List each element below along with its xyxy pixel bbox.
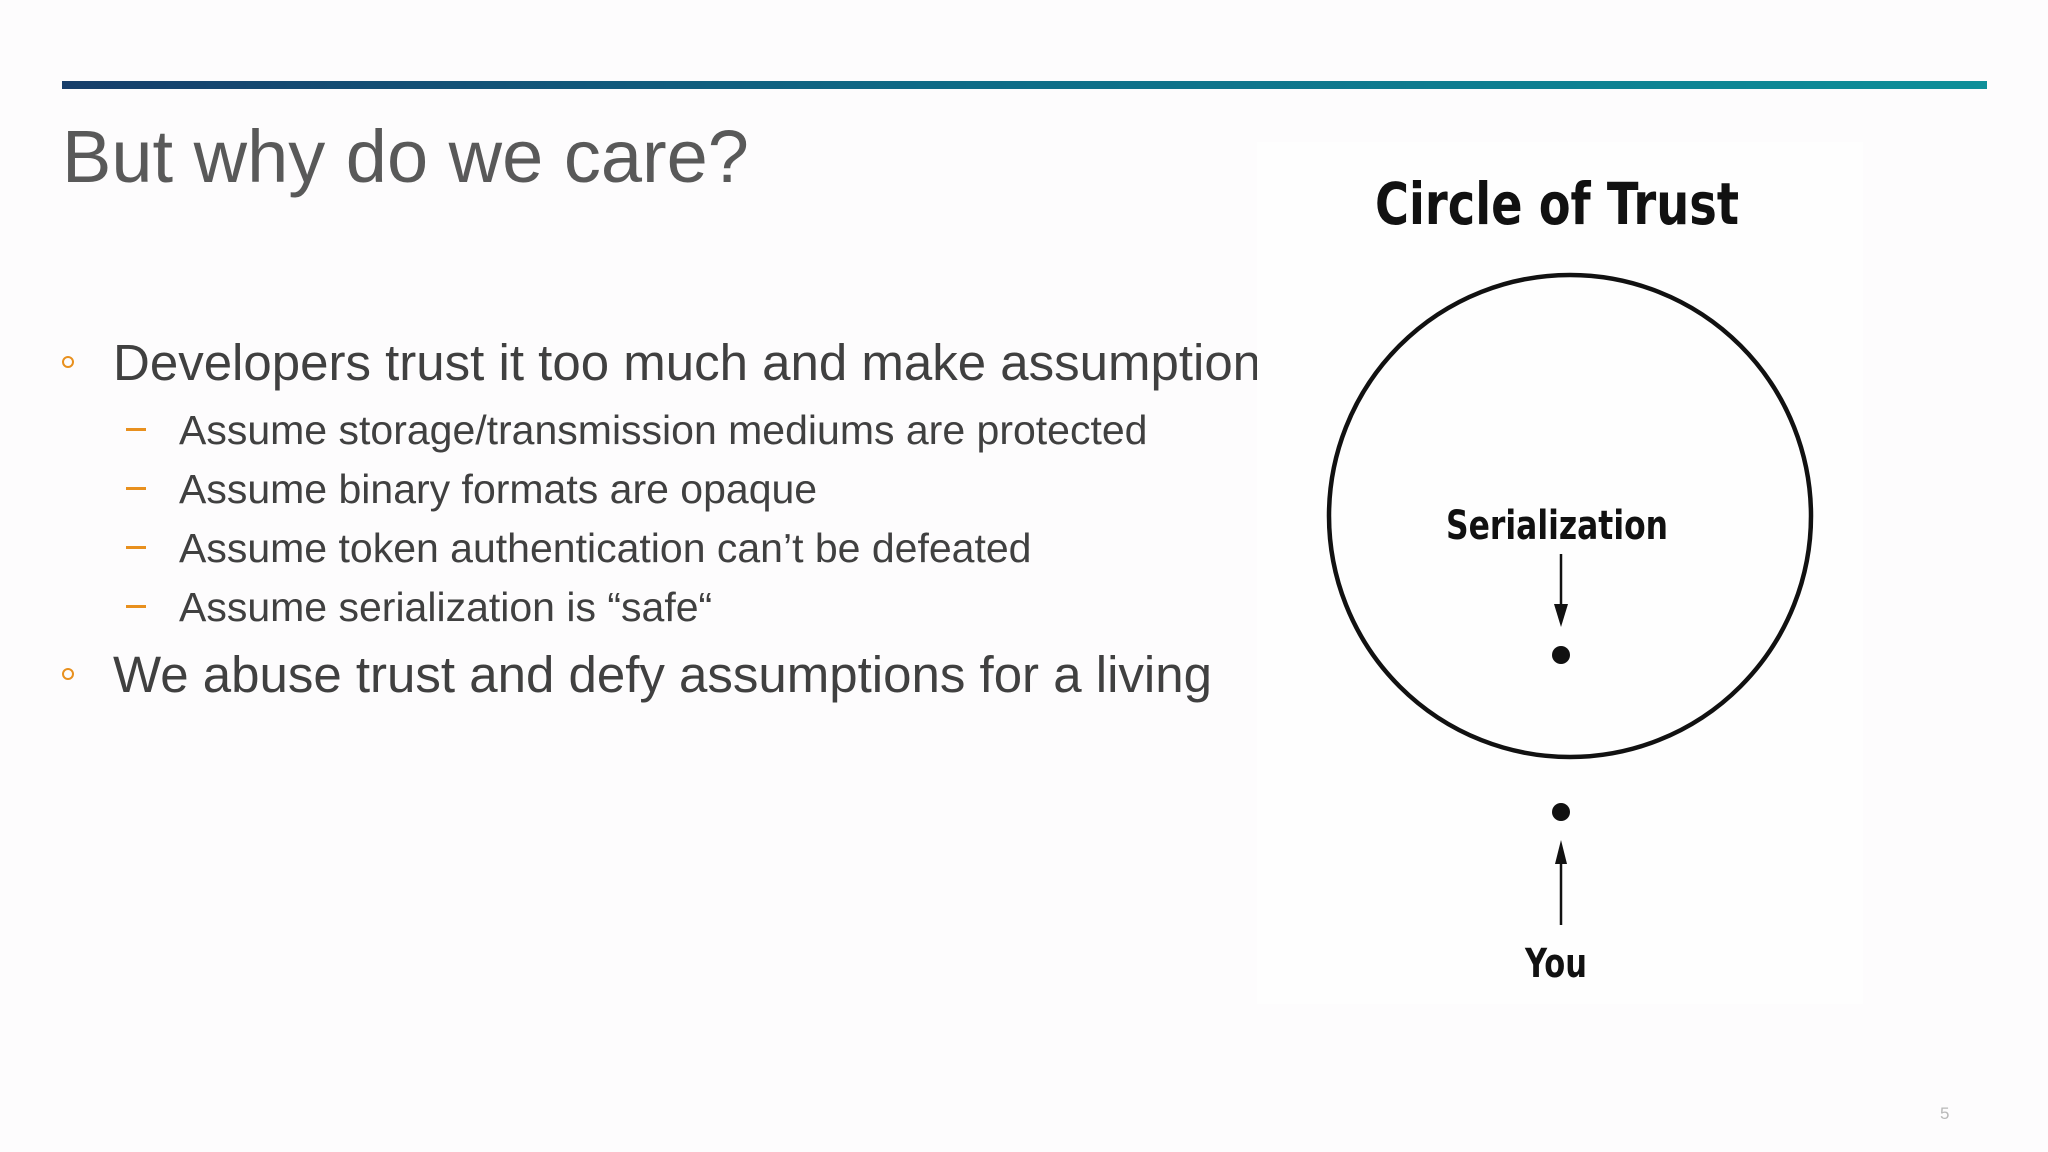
sub-bullet-text: Assume binary formats are opaque	[179, 466, 818, 512]
dash-icon	[126, 546, 146, 549]
sub-bullet-text: Assume token authentication can’t be def…	[179, 525, 1032, 571]
sub-bullet-item: Assume serialization is “safe“	[62, 578, 1257, 637]
figure-title: Circle of Trust	[1375, 170, 1739, 238]
slide-body: Developers trust it too much and make as…	[62, 325, 1257, 713]
inside-dot	[1552, 646, 1570, 664]
inside-label: Serialization	[1446, 503, 1668, 549]
slide-title: But why do we care?	[62, 115, 749, 198]
bullet-item: Developers trust it too much and make as…	[62, 325, 1257, 637]
arrow-down-icon	[1554, 604, 1568, 627]
bullet-text: We abuse trust and defy assumptions for …	[113, 646, 1212, 703]
sub-bullet-list: Assume storage/transmission mediums are …	[113, 401, 1257, 637]
dash-icon	[126, 605, 146, 608]
circle-of-trust-diagram: Circle of Trust Serialization You	[1326, 170, 1814, 987]
bullet-circle-icon	[62, 668, 74, 680]
bullet-item: We abuse trust and defy assumptions for …	[62, 637, 1257, 713]
bullet-list: Developers trust it too much and make as…	[62, 325, 1257, 713]
sub-bullet-item: Assume binary formats are opaque	[62, 460, 1257, 519]
outside-dot	[1552, 803, 1570, 821]
bullet-text: Developers trust it too much and make as…	[113, 334, 1257, 391]
outside-label: You	[1524, 941, 1587, 987]
sub-bullet-item: Assume storage/transmission mediums are …	[62, 401, 1257, 460]
dash-icon	[126, 487, 146, 490]
dash-icon	[126, 428, 146, 431]
arrow-up-icon	[1555, 840, 1567, 864]
bullet-circle-icon	[62, 356, 74, 368]
circle-of-trust-image: Circle of Trust Serialization You	[1257, 142, 1863, 1004]
sub-bullet-item: Assume token authentication can’t be def…	[62, 519, 1257, 578]
sub-bullet-text: Assume serialization is “safe“	[179, 584, 713, 630]
trust-circle	[1326, 272, 1814, 760]
page-number: 5	[1940, 1104, 1950, 1123]
header-rule	[62, 81, 1987, 89]
sub-bullet-text: Assume storage/transmission mediums are …	[179, 407, 1148, 453]
